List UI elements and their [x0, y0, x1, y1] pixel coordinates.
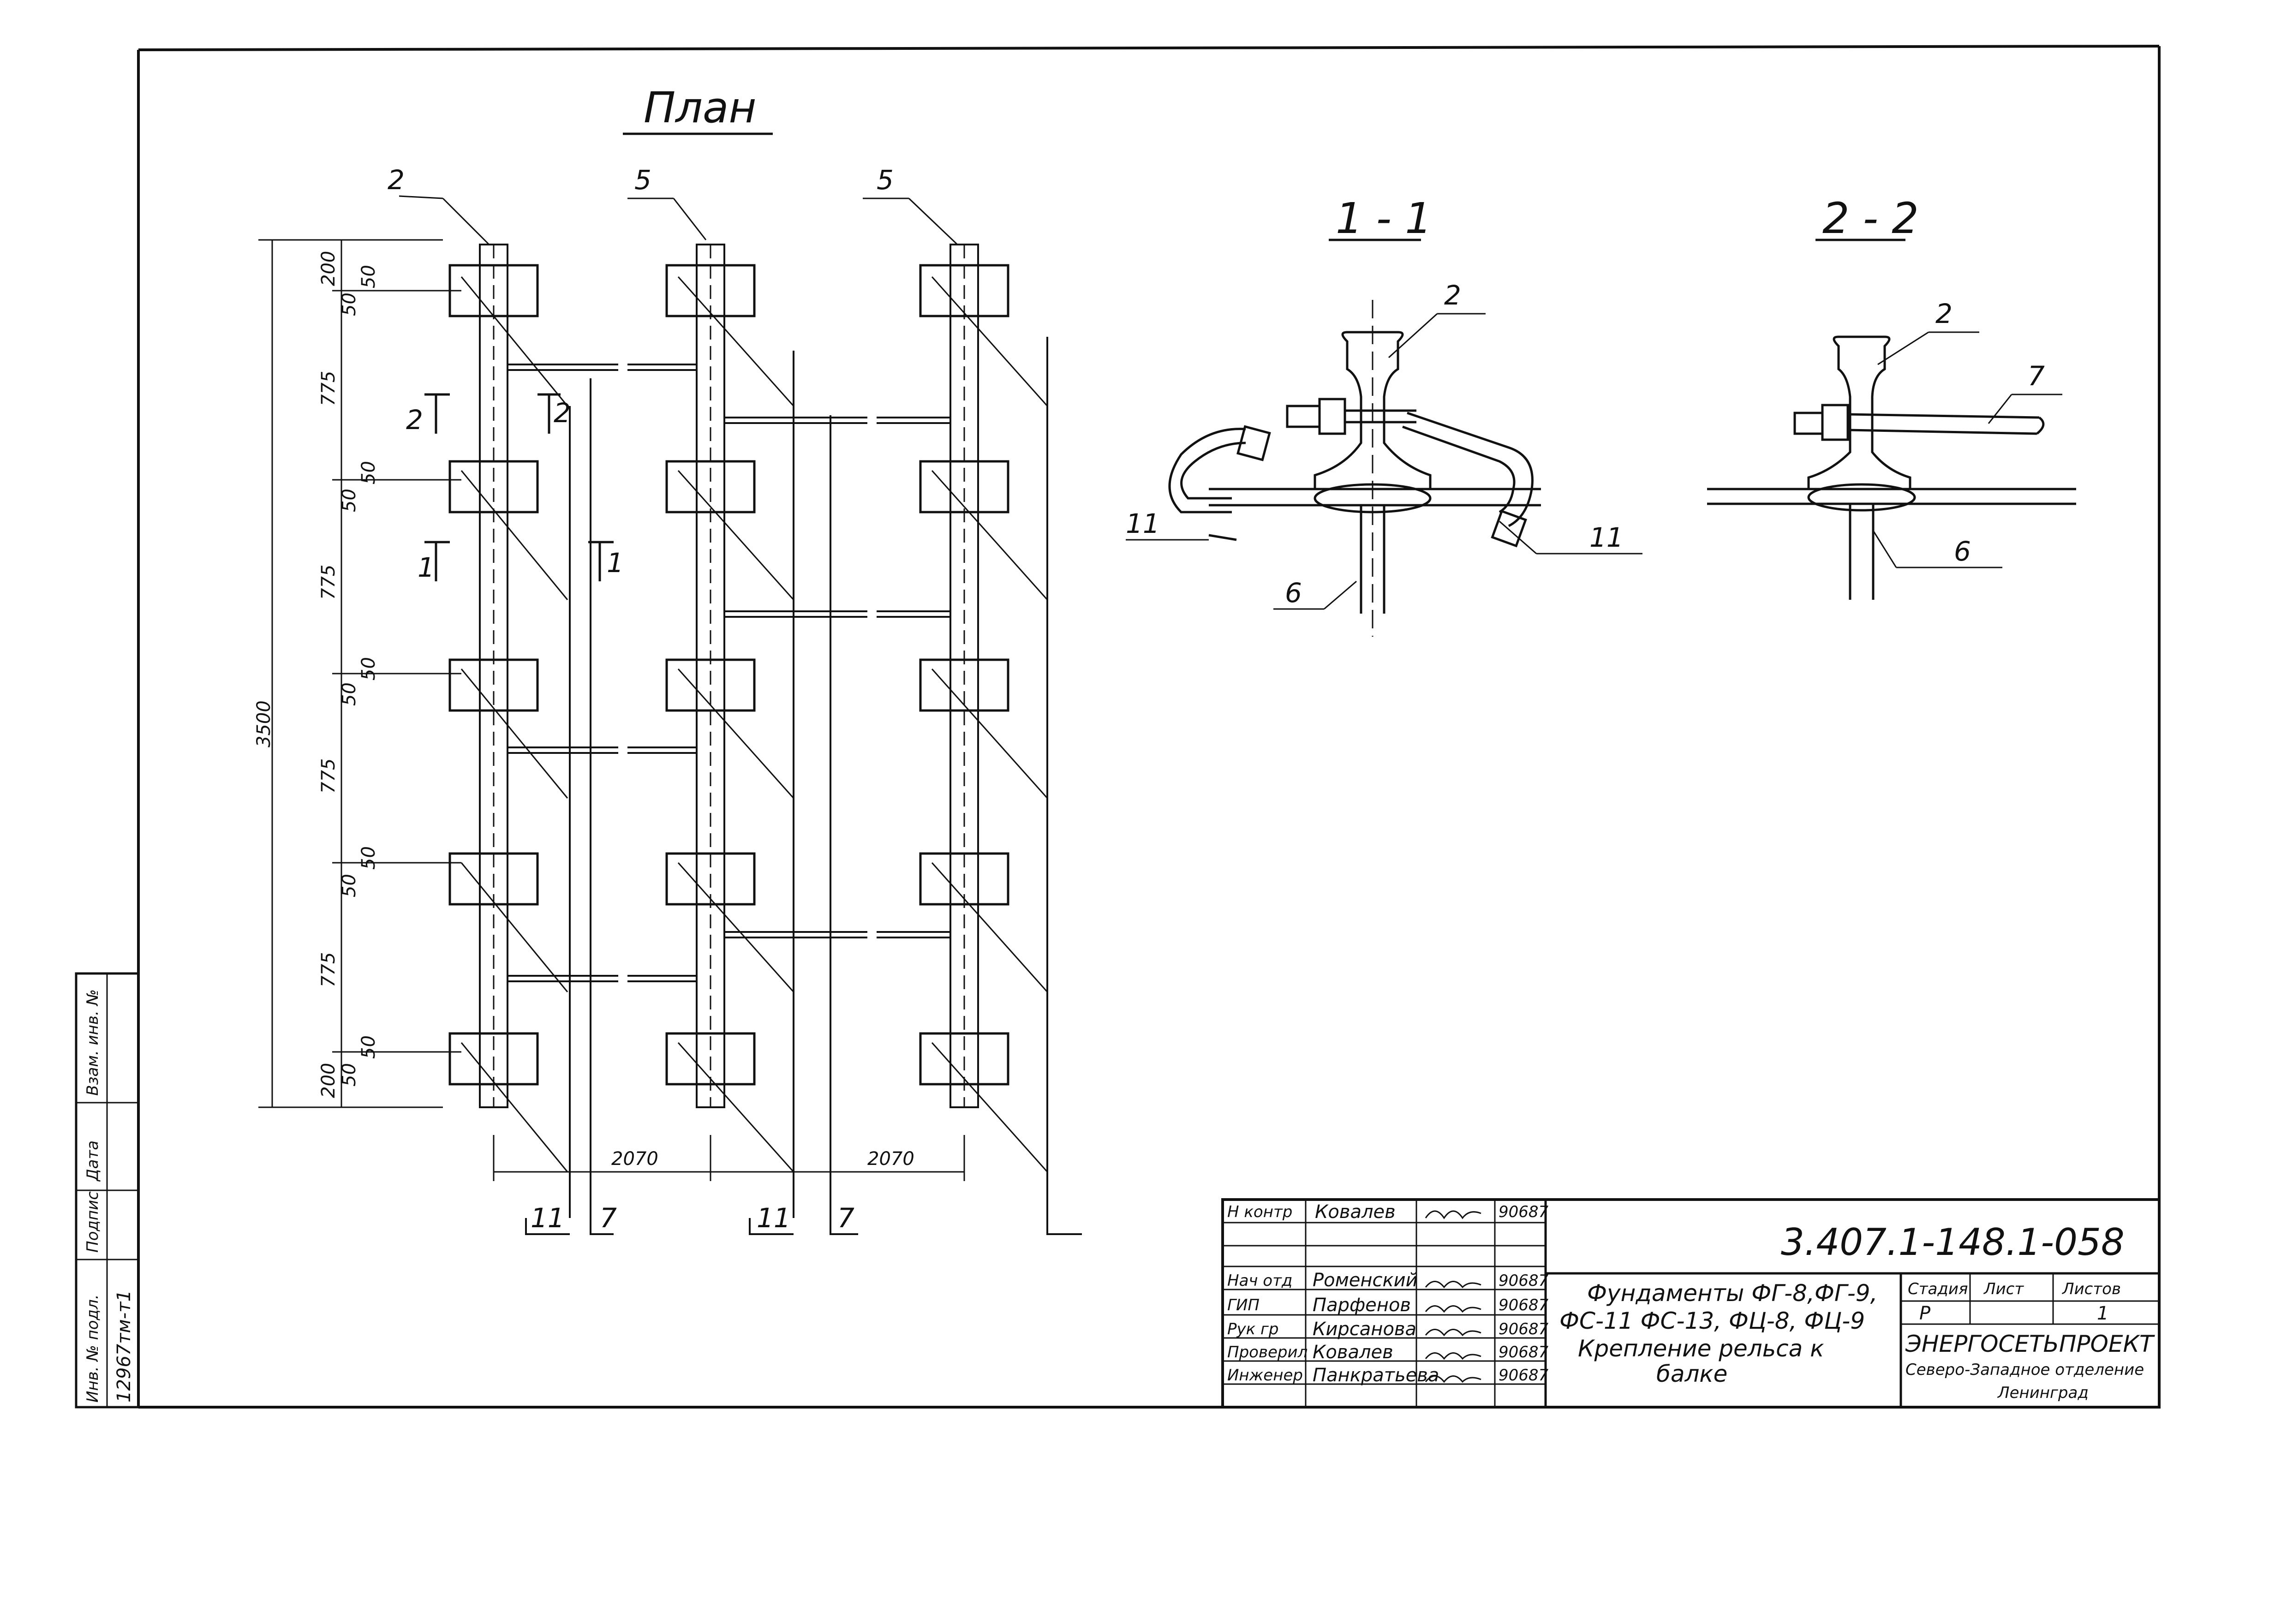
row-5-name: Ковалев	[1313, 1342, 1393, 1363]
side-data: Дата	[84, 1140, 102, 1182]
title-block	[1221, 1198, 2161, 1409]
row-4-role: Рук гр	[1227, 1320, 1278, 1338]
dim-pad-5a: 50	[358, 1035, 379, 1059]
dim-pad-1b: 50	[339, 293, 360, 316]
s11-label-clip-left: 11	[1126, 508, 1160, 539]
dim-pad-2a: 50	[358, 461, 379, 484]
side-stamp: Взам. инв. № Дата Подпис Инв. № подл. 12…	[84, 989, 135, 1403]
plan-callouts	[399, 195, 958, 245]
dim-pad-1a: 50	[358, 265, 379, 288]
plan-vertical-dimensions	[258, 239, 461, 1108]
dim-span-bottom: 200	[318, 1063, 339, 1098]
row-6-name: Панкратьева	[1313, 1365, 1439, 1386]
sheet-frame	[75, 45, 2161, 1409]
org-name: ЭНЕРГОСЕТЬПРОЕКТ	[1905, 1331, 2155, 1357]
dim-h-1: 2070	[611, 1148, 658, 1170]
dim-pad-4a: 50	[358, 846, 379, 870]
row-0-role: Н контр	[1227, 1203, 1292, 1221]
dim-span-2: 775	[318, 565, 339, 600]
stage-value: Р	[1919, 1303, 1931, 1324]
sheets-header: Листов	[2061, 1280, 2121, 1298]
plan-connecting-bars	[508, 364, 950, 982]
dim-pad-3a: 50	[358, 657, 379, 681]
dim-pad-2b: 50	[339, 489, 360, 512]
section-2-2: 2 - 2 2 7 6	[1707, 194, 2076, 600]
dim-span-4: 775	[318, 952, 339, 987]
signatures	[1425, 1210, 1481, 1383]
plan-vertical-rods	[569, 337, 1048, 1223]
plan-anchor-plates	[448, 264, 1009, 1086]
row-2-role: Нач отд	[1227, 1272, 1292, 1290]
side-inv-podl: Инв. № подл.	[84, 1294, 102, 1403]
plan-diagonal-leaders	[460, 276, 1048, 1172]
mark-11-a: 11	[531, 1202, 565, 1234]
callout-bar-5a: 5	[634, 164, 651, 196]
stage-header: Стадия	[1908, 1280, 1968, 1298]
dim-total: 3500	[253, 700, 275, 747]
side-inv-number: 12967тм-т1	[113, 1290, 135, 1403]
callout-rail-2: 2	[388, 164, 405, 196]
org-branch: Северо-Западное отделение	[1905, 1361, 2144, 1379]
document-code: 3.407.1-148.1-058	[1781, 1221, 2125, 1264]
svg-text:1 - 1: 1 - 1	[1336, 194, 1432, 243]
marker-1-right: 1	[607, 547, 624, 579]
s22-label-beam: 6	[1954, 536, 1971, 567]
sheet-header: Лист	[1983, 1280, 2024, 1298]
dim-span-3: 775	[318, 758, 339, 794]
plan-span-dims: 200 775 775 775 775 200 50 50 50 50 50 5…	[318, 251, 379, 1098]
dim-pad-5b: 50	[339, 1063, 360, 1087]
dim-span-1: 775	[318, 371, 339, 406]
row-0-date: 90687	[1499, 1203, 1549, 1221]
section-1-1: 1 - 1	[1126, 194, 1642, 637]
side-podpis: Подпис	[84, 1191, 102, 1253]
title-block-staff: Н контр Ковалев 90687 Нач отд Роменский …	[1227, 1201, 1549, 1386]
desc-line-1: Фундаменты ФГ-8,ФГ-9,	[1587, 1280, 1878, 1307]
row-2-name: Роменский	[1313, 1270, 1418, 1291]
plan-rails	[479, 244, 979, 1108]
dim-span-top: 200	[318, 251, 339, 286]
row-3-date: 90687	[1499, 1296, 1549, 1314]
svg-text:План: План	[644, 83, 757, 132]
row-6-date: 90687	[1499, 1366, 1549, 1385]
s11-label-clip-right: 11	[1589, 522, 1624, 553]
marker-2-right: 2	[554, 397, 571, 429]
s11-label-beam: 6	[1285, 577, 1302, 609]
document-description: Фундаменты ФГ-8,ФГ-9, ФС-11 ФС-13, ФЦ-8,…	[1559, 1280, 1878, 1387]
row-3-role: ГИП	[1227, 1296, 1260, 1314]
desc-line-3: Крепление рельса к	[1578, 1335, 1824, 1362]
mark-7-a: 7	[600, 1202, 617, 1234]
s11-label-rail: 2	[1444, 280, 1461, 311]
s22-label-rail: 2	[1935, 298, 1953, 329]
svg-text:2 - 2: 2 - 2	[1822, 194, 1919, 243]
dim-pad-3b: 50	[339, 682, 360, 706]
plan-title: План	[623, 83, 773, 135]
plan-horizontal-dims	[493, 1135, 965, 1181]
dim-pad-4b: 50	[339, 874, 360, 897]
plan-bottom-marks	[525, 1218, 1082, 1235]
plan-section-markers	[424, 393, 614, 581]
row-4-name: Кирсанова	[1313, 1319, 1416, 1340]
org-city: Ленинград	[1997, 1384, 2089, 1402]
row-0-name: Ковалев	[1315, 1201, 1396, 1223]
row-5-date: 90687	[1499, 1343, 1549, 1361]
row-5-role: Проверил	[1227, 1343, 1308, 1361]
marker-2-left: 2	[406, 404, 423, 436]
sheets-value: 1	[2097, 1303, 2108, 1324]
row-4-date: 90687	[1499, 1320, 1549, 1338]
row-3-name: Парфенов	[1313, 1295, 1411, 1316]
row-2-date: 90687	[1499, 1272, 1549, 1290]
desc-line-4: балке	[1656, 1361, 1727, 1387]
side-vzam: Взам. инв. №	[84, 989, 102, 1096]
mark-7-b: 7	[837, 1202, 854, 1234]
marker-1-left: 1	[418, 552, 435, 583]
dim-h-2: 2070	[867, 1148, 914, 1170]
callout-bar-5b: 5	[877, 164, 894, 196]
mark-11-b: 11	[757, 1202, 791, 1234]
row-6-role: Инженер	[1227, 1366, 1303, 1385]
s22-label-rod: 7	[2028, 360, 2045, 392]
desc-line-2: ФС-11 ФС-13, ФЦ-8, ФЦ-9	[1559, 1308, 1865, 1334]
